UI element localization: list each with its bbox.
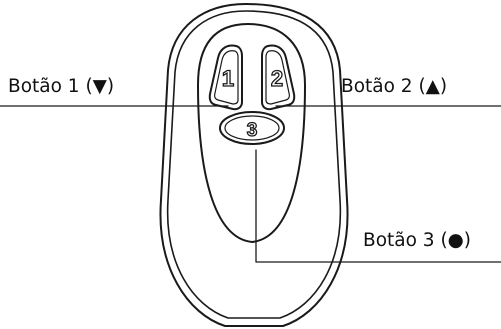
button-3-number: 3	[247, 120, 258, 141]
button-1-shape	[208, 44, 243, 111]
label-button-2: Botão 2 (▲)	[341, 76, 448, 97]
button-3-shape	[219, 111, 285, 145]
button-2-number: 2	[271, 66, 283, 91]
button-2-shape-inner	[265, 50, 290, 105]
button-3-shape-inner	[224, 115, 280, 141]
remote-outer-body	[159, 3, 349, 327]
remote-inner-panel	[197, 23, 306, 243]
label-button-1: Botão 1 (▼)	[8, 76, 115, 97]
leader-line-button-3	[255, 149, 501, 263]
remote-outer-body-inner	[166, 10, 342, 319]
label-button-3: Botão 3 (●)	[363, 230, 472, 251]
button-1-number: 1	[222, 66, 234, 91]
button-1-shape-inner	[214, 50, 239, 105]
button-2-shape	[261, 44, 296, 111]
